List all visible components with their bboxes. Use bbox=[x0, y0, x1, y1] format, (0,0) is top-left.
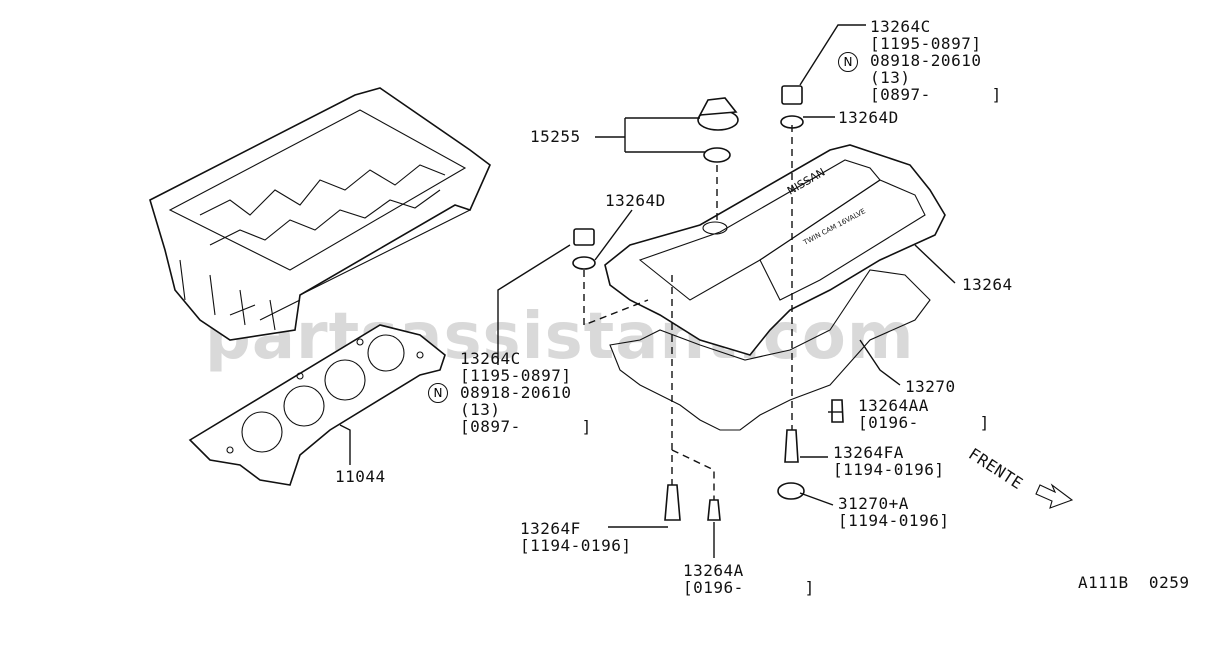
label-13264c-top: 13264C [1195-0897] 08918-20610 (13) [089… bbox=[870, 17, 1002, 104]
n-symbol-icon: N bbox=[838, 52, 858, 72]
label-13264fa: 13264FA [1194-0196] bbox=[833, 443, 945, 479]
valve-cover: NISSAN TWIN CAM 16VALVE bbox=[604, 144, 946, 356]
label-11044: 11044 bbox=[335, 467, 386, 486]
label-13264f: 13264F [1194-0196] bbox=[520, 519, 632, 555]
diagram-code: A111B 0259 bbox=[1078, 573, 1190, 592]
oil-cap bbox=[697, 97, 739, 163]
cover-gasket bbox=[609, 269, 931, 431]
n-symbol-icon: N bbox=[428, 383, 448, 403]
label-15255: 15255 bbox=[530, 127, 581, 146]
label-13264d-top: 13264D bbox=[838, 108, 899, 127]
head-gasket bbox=[188, 324, 446, 486]
label-31270a: 31270+A [1194-0196] bbox=[838, 494, 950, 530]
label-13264c-mid: 13264C [1195-0897] 08918-20610 (13) [089… bbox=[460, 349, 592, 436]
front-arrow-icon bbox=[1035, 483, 1074, 509]
fasteners bbox=[572, 85, 844, 521]
label-13264a: 13264A [0196- ] bbox=[683, 561, 815, 597]
label-13264: 13264 bbox=[962, 275, 1013, 294]
cylinder-head bbox=[149, 87, 491, 341]
label-13264aa: 13264AA [0196- ] bbox=[858, 396, 990, 432]
leader-lines bbox=[339, 24, 956, 558]
label-13270: 13270 bbox=[905, 377, 956, 396]
label-13264d-mid: 13264D bbox=[605, 191, 666, 210]
